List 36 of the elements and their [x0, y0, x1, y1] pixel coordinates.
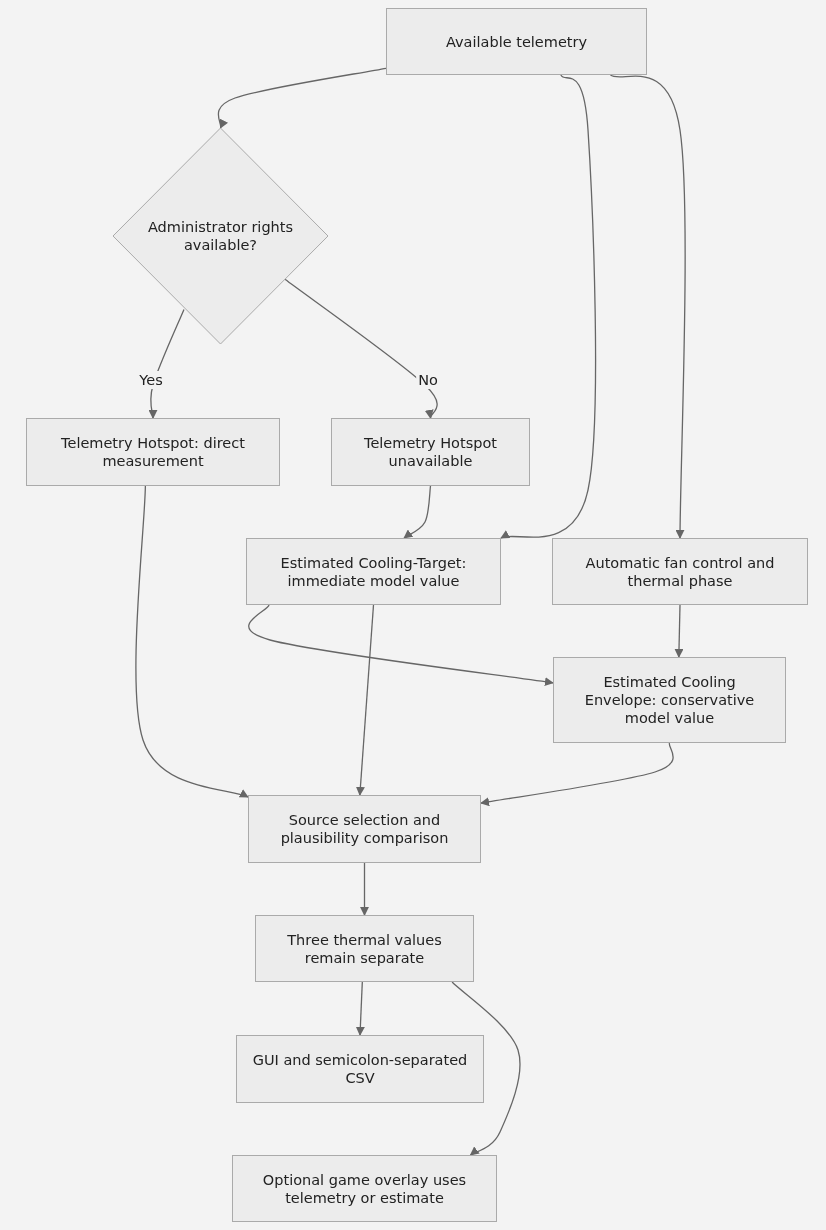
edge-label: Yes [137, 371, 165, 389]
process-box [386, 8, 647, 75]
process-box [26, 418, 280, 486]
node-label: Source selection and plausibility comparison [279, 811, 450, 847]
arrow [360, 862, 369, 916]
process-box [248, 795, 481, 863]
decision-diamond [113, 128, 328, 344]
process-box [552, 538, 808, 605]
node-label: Available telemetry [444, 32, 589, 51]
node-label: Automatic fan control and thermal phase [584, 553, 776, 590]
arrow [480, 742, 674, 807]
arrow [248, 604, 554, 687]
arrow [284, 278, 438, 419]
node-label: Telemetry Hotspot unavailable [363, 434, 498, 470]
arrow [674, 604, 684, 658]
process-box [553, 657, 786, 743]
node-label: Optional game overlay uses telemetry or estimate [261, 1170, 468, 1207]
node-label: GUI and semicolon-separated CSV [251, 1051, 469, 1087]
arrow [355, 981, 365, 1036]
node-label: Estimated Cooling Envelope: conservative model value [583, 673, 756, 727]
node-label: Three thermal values remain separate [286, 930, 443, 967]
arrow [609, 74, 686, 539]
process-box [331, 418, 530, 486]
arrow [355, 604, 375, 796]
process-box [236, 1035, 484, 1103]
process-box [255, 915, 474, 982]
arrow [217, 67, 387, 129]
process-box [246, 538, 501, 605]
arrow [500, 74, 597, 540]
process-box [232, 1155, 497, 1222]
arrow [403, 485, 432, 539]
arrow [451, 981, 521, 1156]
node-label: Telemetry Hotspot: direct measurement [60, 434, 246, 470]
arrow [135, 485, 249, 799]
node-label: Administrator rights available? [146, 218, 295, 254]
node-label: Estimated Cooling-Target: immediate model value [279, 553, 468, 590]
